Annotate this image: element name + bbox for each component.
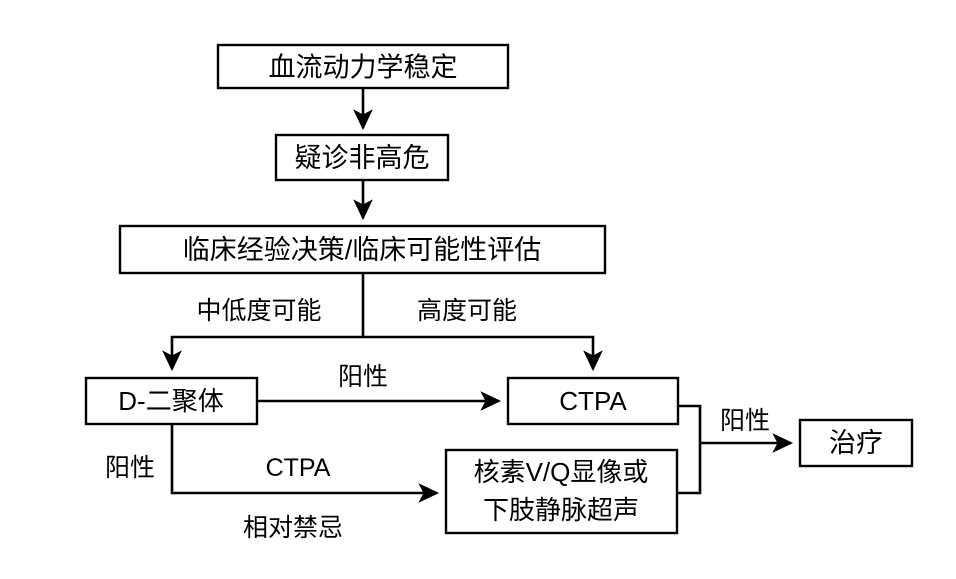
node-vq-scan[interactable]: 核素V/Q显像或 下肢静脉超声 — [444, 448, 679, 535]
edge-label-relative-contraindication: 相对禁忌 — [243, 514, 343, 542]
node-suspected-non-high-risk[interactable]: 疑诊非高危 — [274, 133, 450, 182]
node-clinical-assessment-label: 临床经验决策/临床可能性评估 — [183, 235, 542, 265]
node-clinical-assessment[interactable]: 临床经验决策/临床可能性评估 — [118, 224, 607, 275]
edge-label-high-probability: 高度可能 — [417, 297, 517, 325]
edge-label-low-moderate-probability: 中低度可能 — [196, 297, 321, 325]
node-treatment[interactable]: 治疗 — [798, 418, 914, 468]
node-hemodynamic-stable-label: 血流动力学稳定 — [269, 53, 458, 83]
node-vq-scan-label-line1: 核素V/Q显像或 — [474, 457, 649, 487]
edge-label-ctpa-alternative: CTPA — [266, 454, 331, 482]
node-suspected-non-high-risk-label: 疑诊非高危 — [295, 143, 430, 173]
node-ctpa-label: CTPA — [559, 386, 627, 416]
node-ctpa[interactable]: CTPA — [506, 376, 680, 426]
connector-d-dimer-to-vq — [170, 424, 440, 503]
connector-assessment-to-ctpa — [363, 335, 603, 372]
node-hemodynamic-stable[interactable]: 血流动力学稳定 — [216, 43, 510, 90]
node-d-dimer[interactable]: D-二聚体 — [84, 376, 259, 426]
edge-label-d-dimer-branch-positive: 阳性 — [105, 454, 155, 482]
connector-assessment-to-d-dimer — [162, 335, 363, 372]
edge-label-merge-positive: 阳性 — [720, 407, 770, 435]
connector-ctpa-merge — [678, 404, 702, 495]
node-vq-scan-label-line2: 下肢静脉超声 — [483, 495, 639, 525]
node-d-dimer-label: D-二聚体 — [118, 386, 223, 416]
edge-label-d-dimer-positive: 阳性 — [338, 363, 388, 391]
node-treatment-label: 治疗 — [829, 428, 883, 458]
